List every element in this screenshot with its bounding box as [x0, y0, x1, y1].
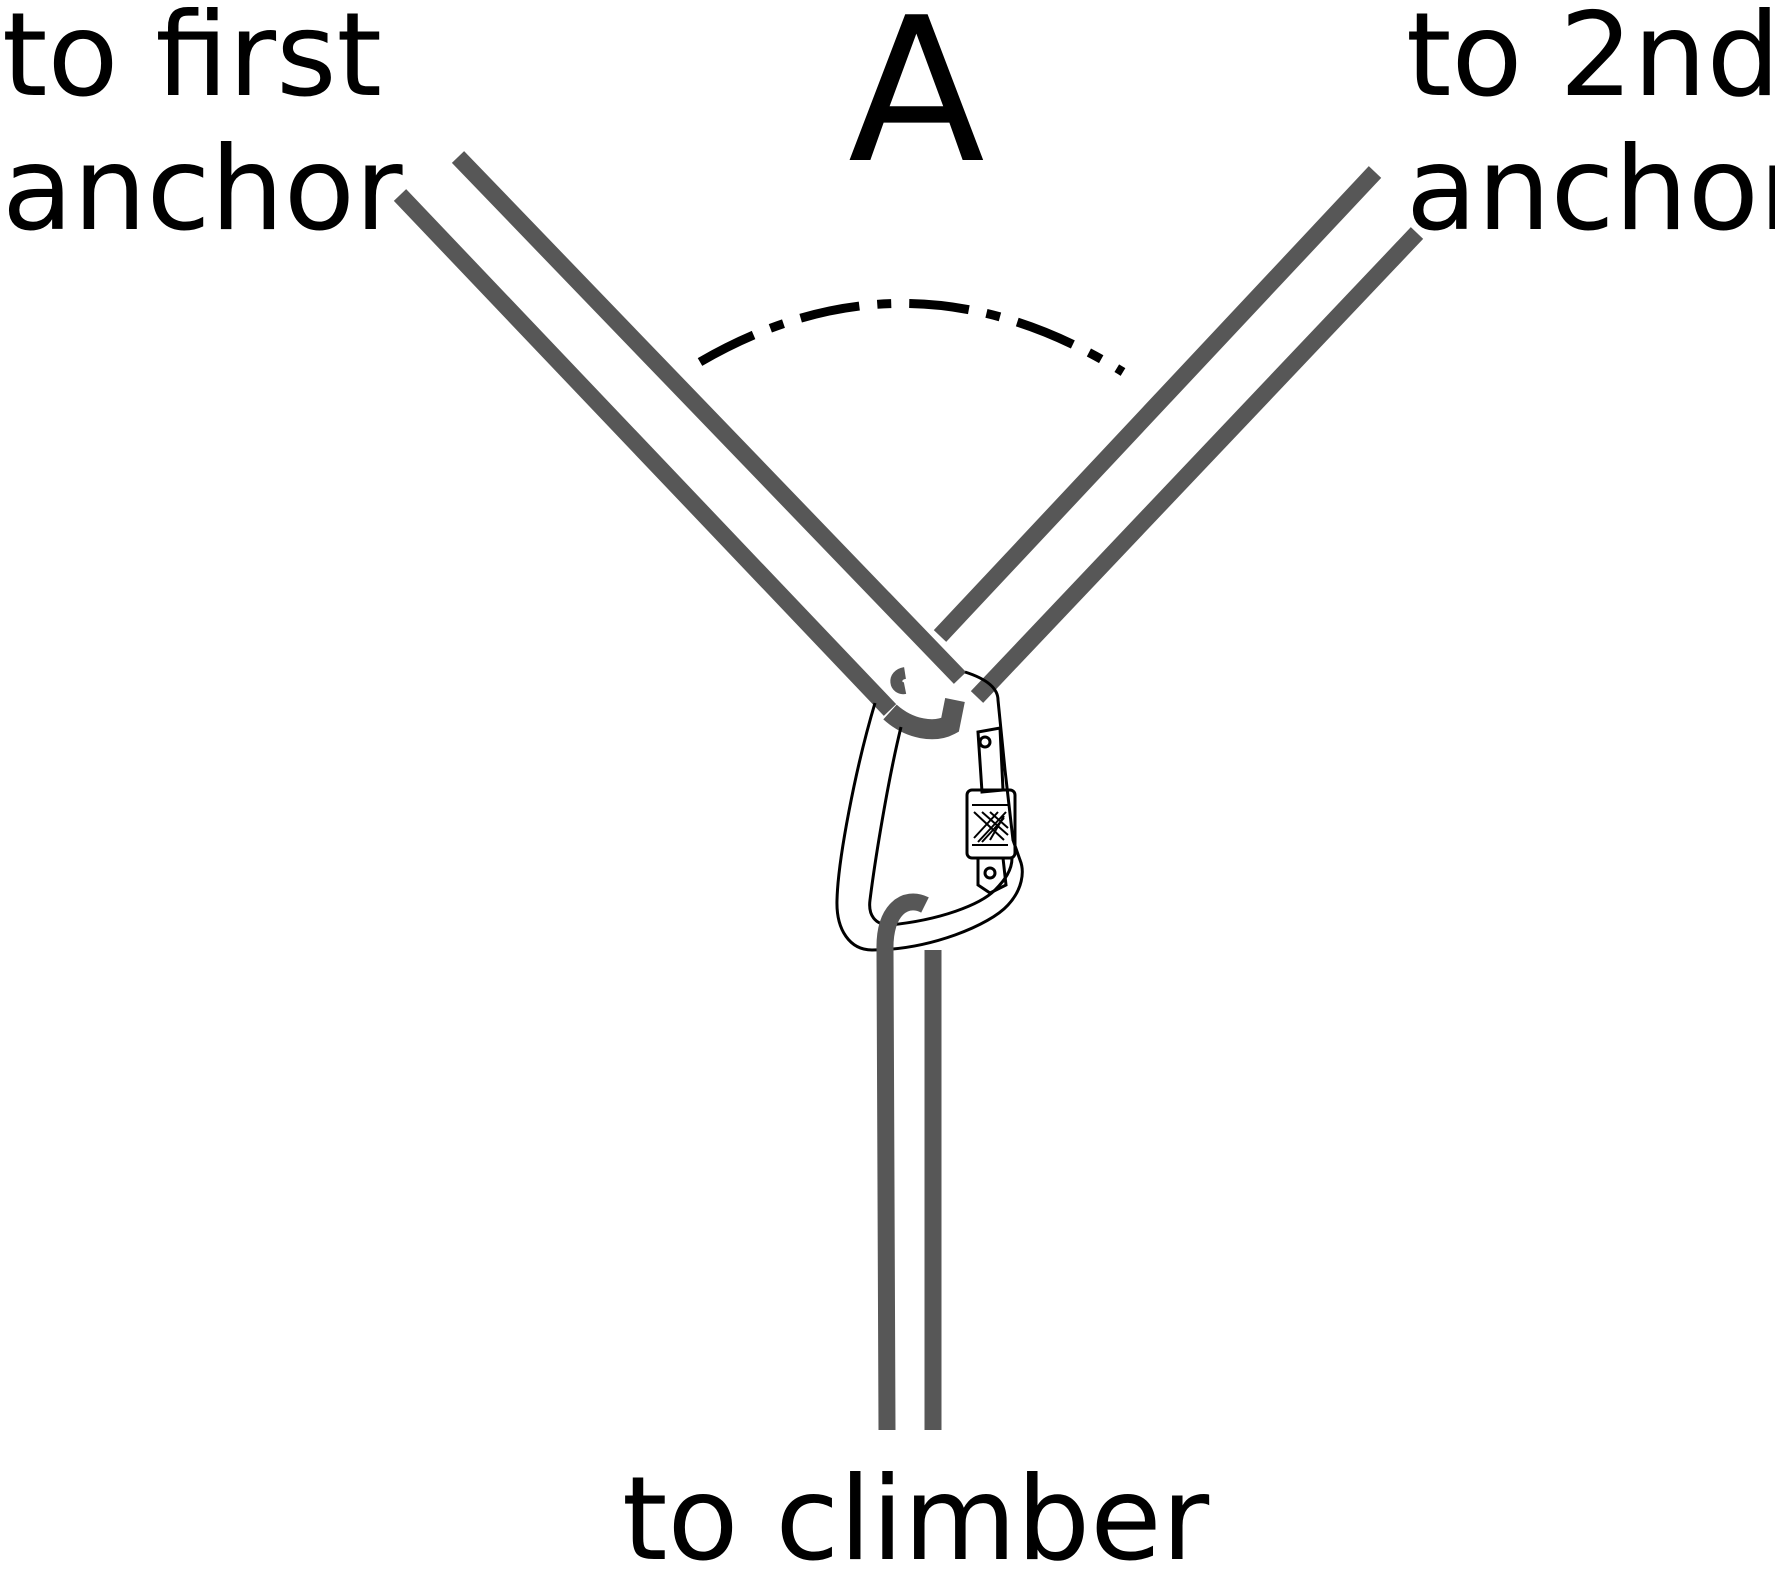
label-to-second-anchor: to 2nd anchor	[1406, 0, 1775, 248]
rope-bend-top	[883, 698, 965, 740]
label-line: to first	[2, 0, 383, 123]
label-to-climber: to climber	[622, 1452, 1210, 1587]
rope-bend-back	[890, 667, 907, 695]
locking-carabiner-icon	[835, 670, 1024, 952]
angle-label: A	[848, 0, 985, 208]
label-line: anchor	[1406, 122, 1775, 257]
label-line: to 2nd	[1406, 0, 1775, 123]
rope-to-climber	[876, 893, 942, 1431]
label-to-first-anchor: to first anchor	[2, 0, 403, 248]
rope-to-second-anchor	[933, 166, 1424, 703]
label-line: anchor	[2, 122, 403, 257]
rope-to-first-anchor	[393, 151, 967, 716]
angle-arc	[697, 299, 1126, 376]
